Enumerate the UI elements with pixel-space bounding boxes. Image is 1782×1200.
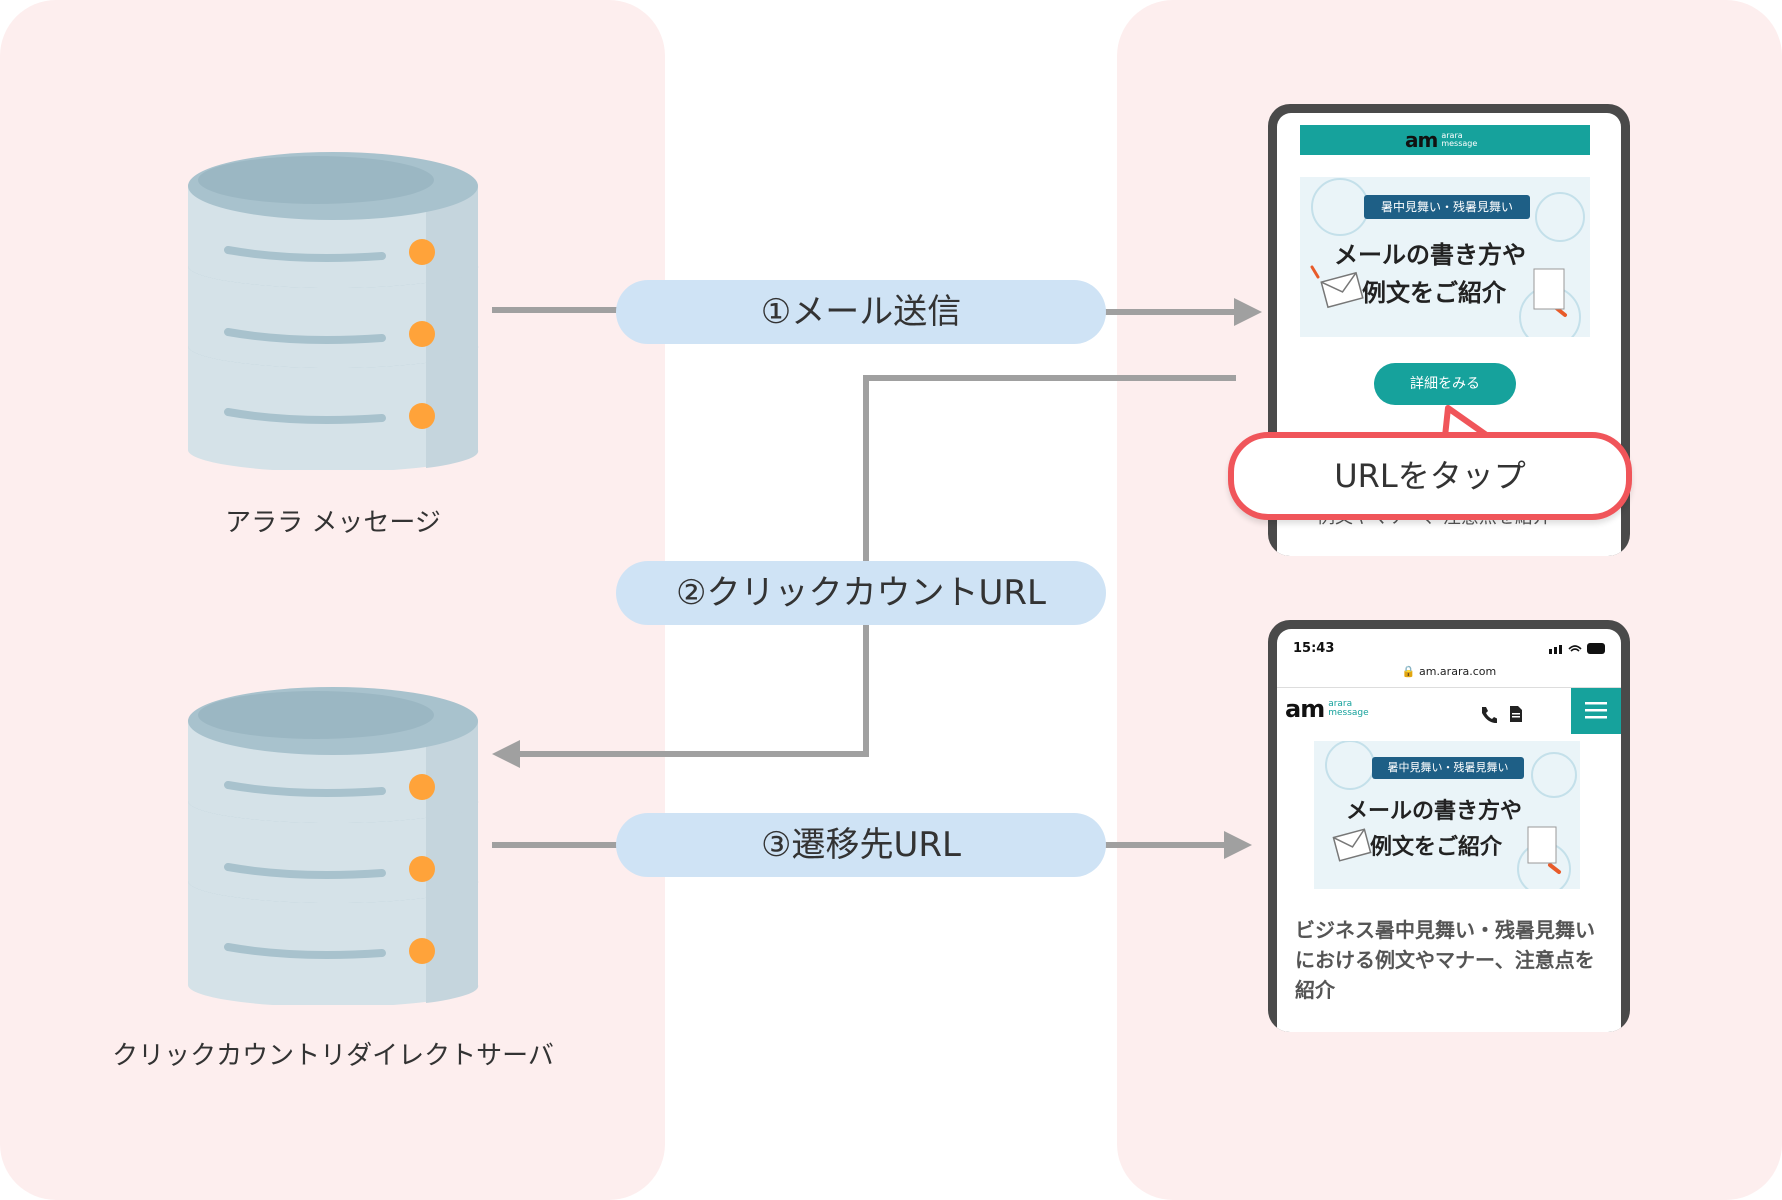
address-bar[interactable]: 🔒 am.arara.com xyxy=(1277,665,1621,678)
status-bar: 15:43 xyxy=(1277,629,1621,665)
summer-greeting-banner: 暑中見舞い・残暑見舞い メールの書き方や 例文をご紹介 xyxy=(1314,741,1580,889)
divider xyxy=(1277,687,1621,688)
banner-title-line1: メールの書き方や xyxy=(1334,240,1526,269)
phone-icon[interactable] xyxy=(1479,705,1497,723)
banner-title-line2: 例文をご紹介 xyxy=(1370,834,1503,860)
tap-url-callout: URLをタップ xyxy=(1228,432,1632,520)
banner-ribbon: 暑中見舞い・残暑見舞い xyxy=(1364,195,1530,219)
arrow-3-head xyxy=(1224,831,1252,859)
banner-decoration xyxy=(1310,178,1585,337)
server-label-arara: アララ メッセージ xyxy=(225,508,441,538)
address-url: am.arara.com xyxy=(1418,665,1497,678)
database-server-icon xyxy=(188,152,479,470)
hamburger-menu-button[interactable] xyxy=(1571,688,1621,734)
redirect-server-icon xyxy=(188,687,479,1005)
envelope-icon xyxy=(1332,828,1372,862)
banner-title-line2: 例文をご紹介 xyxy=(1362,278,1506,307)
lock-icon: 🔒 xyxy=(1401,665,1416,678)
banner-decoration xyxy=(1325,741,1577,889)
banner-title-line1: メールの書き方や xyxy=(1346,798,1523,824)
arara-logo[interactable]: am arara message xyxy=(1285,695,1369,723)
arrow-2-head xyxy=(492,740,520,768)
phone-landing-view: 15:43 🔒 am.arara.com am arara message xyxy=(1268,620,1630,1032)
step-1-label: ①メール送信 xyxy=(616,280,1106,344)
step-3-label: ③遷移先URL xyxy=(616,813,1106,877)
envelope-icon xyxy=(1320,271,1364,309)
step-2-label: ②クリックカウントURL xyxy=(616,561,1106,625)
server-label-redirect: クリックカウントリダイレクトサーバ xyxy=(112,1041,554,1071)
phone-screen: 15:43 🔒 am.arara.com am arara message xyxy=(1277,629,1621,1032)
article-title[interactable]: ビジネス暑中見舞い・残暑見舞いにおける例文やマナー、注意点を紹介 xyxy=(1295,918,1595,1002)
status-time: 15:43 xyxy=(1293,641,1335,656)
arrow-1-head xyxy=(1234,298,1262,326)
banner-ribbon: 暑中見舞い・残暑見舞い xyxy=(1372,757,1524,779)
menu-icon xyxy=(1585,702,1607,719)
arara-logo: am arara message xyxy=(1405,128,1478,152)
document-icon[interactable] xyxy=(1509,705,1523,723)
summer-greeting-banner: 暑中見舞い・残暑見舞い メールの書き方や 例文をご紹介 xyxy=(1300,177,1590,337)
email-header-bar: am arara message xyxy=(1300,125,1590,155)
view-details-button[interactable]: 詳細をみる xyxy=(1374,363,1516,405)
battery-wifi-icon xyxy=(1549,643,1605,654)
